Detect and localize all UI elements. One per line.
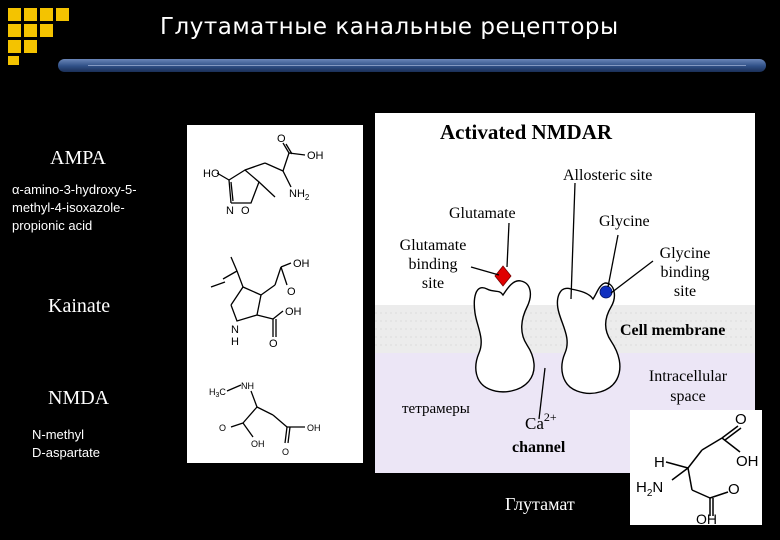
ampa-oh-text: OH (307, 150, 324, 162)
tetramers-label: тетрамеры (402, 401, 470, 417)
glu-o2-text: O (728, 481, 740, 498)
kainate-label: Kainate (48, 295, 111, 317)
svg-text:Glycine: Glycine (660, 245, 711, 262)
glu-oh2-text: OH (696, 511, 717, 525)
glu-o1-text: O (735, 411, 747, 428)
ampa-full-name-line: methyl-4-isoxazole- (12, 200, 125, 215)
slide-logo (6, 6, 76, 66)
ampa-nh2-text: NH2 (289, 188, 310, 202)
svg-text:site: site (674, 283, 696, 300)
nmda-h3c-text: H3C (209, 387, 226, 399)
ampa-full-name-line: α-amino-3-hydroxy-5- (12, 182, 137, 197)
kainate-o1-text: O (287, 286, 296, 298)
svg-text:space: space (670, 388, 706, 405)
channel-label: channel (512, 439, 566, 456)
nmda-o2-text: O (282, 447, 289, 457)
kainate-o2-text: O (269, 338, 278, 350)
glutamate-caption: Глутамат (505, 494, 575, 514)
glycine-marker (599, 285, 613, 299)
nmda-full-name-line: D-aspartate (32, 445, 100, 460)
nmda-label: NMDA (48, 387, 110, 409)
svg-text:Glutamate: Glutamate (400, 237, 467, 254)
nmda-oh1-text: OH (251, 439, 265, 449)
slide-title: Глутаматные канальные рецепторы (160, 14, 619, 40)
svg-text:binding: binding (661, 264, 710, 281)
molecule-structures-panel: HO O OH NH2 N O OH O OH O N H H3C NH O O… (187, 125, 363, 463)
glutamate-marker (494, 265, 512, 287)
receptor-subunit-right (556, 282, 621, 395)
glutamate-structure-svg: O OH H H2N O OH (636, 411, 759, 527)
svg-text:binding: binding (409, 256, 458, 273)
glu-h2n-text: H2N (636, 479, 663, 499)
intracellular-space-label: Intracellular space (649, 368, 728, 405)
svg-text:site: site (422, 275, 444, 292)
glycine-binding-site-label: Glycine binding site (660, 245, 711, 300)
molecule-structures-svg: HO O OH NH2 N O OH O OH O N H H3C NH O O… (203, 133, 324, 457)
nmdar-title: Activated NMDAR (440, 120, 613, 144)
glycine-label: Glycine (599, 213, 650, 230)
nmda-full-name: N-methyl D-aspartate (32, 426, 100, 462)
ampa-label: AMPA (50, 147, 106, 169)
ampa-n-text: N (226, 205, 234, 217)
svg-text:Intracellular: Intracellular (649, 368, 728, 385)
nmda-nh-text: NH (241, 381, 254, 391)
title-underline-bar (58, 59, 766, 72)
glutamate-structure-panel: O OH H H2N O OH (630, 410, 762, 527)
receptor-subunit-left (473, 280, 535, 393)
calcium-label: Ca2+ (525, 410, 557, 433)
nmda-full-name-line: N-methyl (32, 427, 85, 442)
nmda-oh2-text: OH (307, 423, 321, 433)
kainate-n-text: N (231, 324, 239, 336)
allosteric-site-label: Allosteric site (563, 167, 652, 184)
glutamate-binding-site-label: Glutamate binding site (400, 237, 467, 292)
glu-oh1-text: OH (736, 453, 759, 470)
nmda-o1-text: O (219, 423, 226, 433)
glu-h-text: H (654, 454, 665, 471)
ampa-full-name-line: propionic acid (12, 218, 93, 233)
ampa-o-text: O (277, 133, 286, 145)
ampa-full-name: α-amino-3-hydroxy-5- methyl-4-isoxazole-… (12, 181, 137, 235)
nmdar-diagram-svg: Activated NMDAR Allosteric site Glutamat… (375, 120, 755, 473)
cell-membrane-label: Cell membrane (620, 322, 725, 339)
nmdar-diagram: Activated NMDAR Allosteric site Glutamat… (375, 113, 755, 473)
kainate-oh1-text: OH (293, 258, 310, 270)
ampa-ho-text: HO (203, 168, 220, 180)
ampa-ring-o-text: O (241, 205, 250, 217)
kainate-h-text: H (231, 336, 239, 348)
kainate-oh2-text: OH (285, 306, 302, 318)
glutamate-label: Glutamate (449, 205, 516, 222)
